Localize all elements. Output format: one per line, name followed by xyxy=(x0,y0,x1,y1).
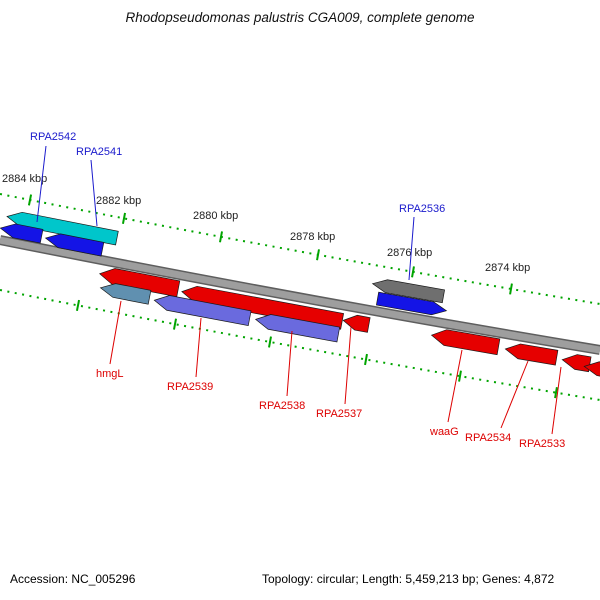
ruler-major-tick xyxy=(121,212,127,224)
gene-label-hmgL[interactable]: hmgL xyxy=(96,368,124,380)
gene-arrows xyxy=(0,211,600,380)
ruler-major-tick xyxy=(268,336,272,348)
gene-label-leader-RPA2541 xyxy=(90,159,98,227)
gene-label-leader-hmgL xyxy=(109,300,122,365)
gene-label-RPA2542[interactable]: RPA2542 xyxy=(30,131,76,143)
gene-arrow-RPA2538[interactable] xyxy=(254,312,341,343)
topology-text: Topology: circular; Length: 5,459,213 bp… xyxy=(262,572,555,586)
gene-arrow-hmgL[interactable] xyxy=(99,281,152,305)
gene-label-leader-RPA2538 xyxy=(286,330,293,397)
gene-label-leader-RPA2539 xyxy=(195,317,202,378)
gene-label-leader-RPA2536 xyxy=(408,216,415,281)
kbp-label: 2876 kbp xyxy=(387,247,432,259)
gene-arrow-RPA2536[interactable] xyxy=(375,291,448,317)
kbp-label: 2884 kbp xyxy=(2,173,47,185)
gene-arrow-unlabeled[interactable] xyxy=(44,231,105,257)
gene-label-leader-RPA2542 xyxy=(36,145,47,223)
kbp-label: 2882 kbp xyxy=(96,195,141,207)
gene-arrow-unlabeled[interactable] xyxy=(371,277,445,304)
ruler-major-tick xyxy=(27,194,33,206)
gene-arrow-waaG[interactable] xyxy=(430,327,501,356)
ruler-major-tick xyxy=(554,387,558,399)
ruler-major-tick xyxy=(219,231,223,243)
gene-arrow-RPA2533[interactable] xyxy=(561,352,592,373)
ruler-major-tick xyxy=(411,266,415,278)
gene-label-RPA2536[interactable]: RPA2536 xyxy=(399,203,445,215)
gene-label-leader-RPA2537 xyxy=(344,326,352,405)
gene-arrow-RPA2539[interactable] xyxy=(153,293,252,327)
gene-arrow-unlabeled[interactable] xyxy=(583,359,600,380)
gene-arrow-RPA2537[interactable] xyxy=(342,313,371,333)
gene-label-RPA2533[interactable]: RPA2533 xyxy=(519,438,565,450)
ruler-major-tick xyxy=(364,353,368,366)
kbp-label: 2880 kbp xyxy=(193,210,238,222)
accession-text: Accession: NC_005296 xyxy=(10,572,136,586)
kbp-labels: 2884 kbp 2882 kbp 2880 kbp 2878 kbp 2876 kbp… xyxy=(2,173,530,274)
gene-label-RPA2537[interactable]: RPA2537 xyxy=(316,408,362,420)
genome-track[interactable] xyxy=(0,236,600,354)
gene-label-RPA2538[interactable]: RPA2538 xyxy=(259,400,305,412)
ruler-major-tick xyxy=(509,283,513,295)
gene-arrow-unlabeled[interactable] xyxy=(98,266,181,298)
ruler-major-tick xyxy=(458,370,462,382)
ruler-major-tick xyxy=(316,249,320,261)
page-title: Rhodopseudomonas palustris CGA009, compl… xyxy=(125,10,475,25)
gene-label-RPA2534[interactable]: RPA2534 xyxy=(465,432,511,444)
gene-arrow-RPA2534[interactable] xyxy=(504,342,559,366)
gene-label-waaG[interactable]: waaG xyxy=(429,426,459,438)
ruler-major-tick xyxy=(75,299,81,312)
gene-label-leader-waaG xyxy=(447,349,463,423)
ruler-major-tick xyxy=(172,318,178,330)
gene-label-leader-RPA2534 xyxy=(500,360,529,429)
kbp-label: 2874 kbp xyxy=(485,262,530,274)
gene-label-leader-RPA2533 xyxy=(551,366,562,435)
gene-label-RPA2539[interactable]: RPA2539 xyxy=(167,381,213,393)
gene-arrow-RPA2542[interactable] xyxy=(0,221,44,244)
gene-label-RPA2541[interactable]: RPA2541 xyxy=(76,146,122,158)
kbp-label: 2878 kbp xyxy=(290,231,335,243)
ruler-ticks xyxy=(0,193,600,401)
